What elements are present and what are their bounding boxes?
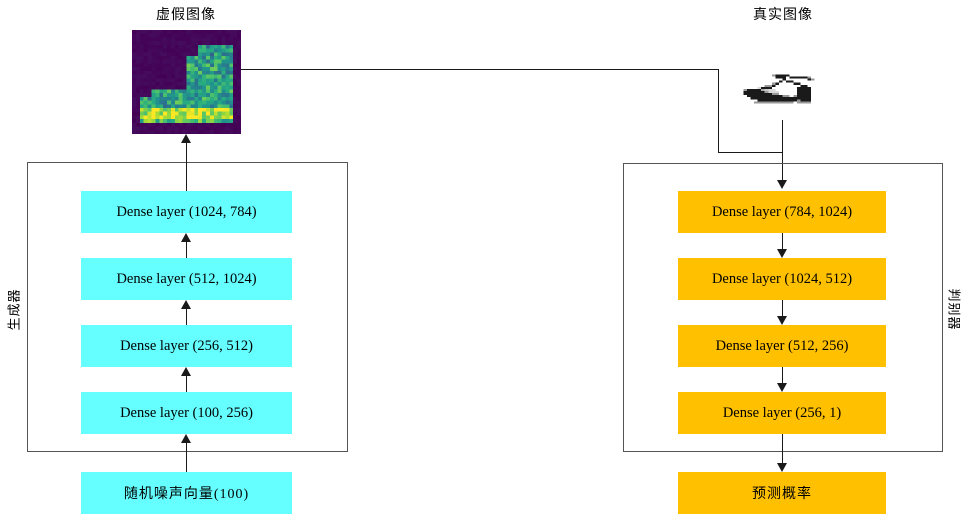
discriminator-layer-1[interactable]: Dense layer (1024, 512) [678, 258, 886, 300]
generator-noise-input[interactable]: 随机噪声向量(100) [81, 472, 292, 514]
discriminator-layer-2-label: Dense layer (512, 256) [715, 337, 849, 354]
arrowhead-discriminator-0-to-1 [777, 249, 787, 258]
connector-real-to-discriminator [782, 120, 784, 182]
generator-layer-0[interactable]: Dense layer (1024, 784) [81, 191, 292, 233]
connector-discriminator-1-to-2 [782, 300, 784, 316]
arrowhead-generator-3-to-2 [181, 367, 191, 376]
generator-layer-1-label: Dense layer (512, 1024) [116, 270, 257, 287]
discriminator-side-label: 判别器 [946, 288, 962, 331]
arrowhead-generator-1-to-0 [181, 233, 191, 242]
discriminator-layer-0[interactable]: Dense layer (784, 1024) [678, 191, 886, 233]
real-image-thumbnail [729, 62, 829, 120]
fake-image-title: 虚假图像 [156, 8, 216, 23]
discriminator-layer-0-label: Dense layer (784, 1024) [711, 203, 853, 220]
connector-generator-out [186, 143, 188, 191]
discriminator-layer-1-label: Dense layer (1024, 512) [711, 270, 853, 287]
arrowhead-generator-2-to-1 [181, 300, 191, 309]
discriminator-layer-2[interactable]: Dense layer (512, 256) [678, 325, 886, 367]
connector-generator-3-to-2 [186, 376, 188, 392]
connector-discriminator-2-to-3 [782, 367, 784, 383]
generator-side-label: 生成器 [6, 288, 22, 331]
discriminator-output-label: 预测概率 [752, 487, 812, 502]
connector-noise-to-generator [186, 443, 188, 472]
generator-layer-0-label: Dense layer (1024, 784) [116, 203, 257, 220]
arrowhead-discriminator-to-output [777, 463, 787, 472]
discriminator-layer-3-label: Dense layer (256, 1) [722, 404, 842, 421]
generator-layer-2-label: Dense layer (256, 512) [120, 337, 253, 354]
generator-layer-3[interactable]: Dense layer (100, 256) [81, 392, 292, 434]
arrowhead-noise-to-generator [181, 434, 191, 443]
discriminator-output[interactable]: 预测概率 [678, 472, 886, 514]
arrowhead-discriminator-1-to-2 [777, 316, 787, 325]
arrowhead-into-discriminator [777, 180, 787, 189]
connector-fake-to-discriminator-horizontal [241, 69, 719, 71]
arrowhead-discriminator-2-to-3 [777, 383, 787, 392]
discriminator-layer-3[interactable]: Dense layer (256, 1) [678, 392, 886, 434]
connector-generator-1-to-0 [186, 242, 188, 258]
connector-generator-2-to-1 [186, 309, 188, 325]
connector-discriminator-to-output [782, 434, 784, 463]
connector-fake-join-horizontal [718, 152, 783, 154]
connector-discriminator-0-to-1 [782, 233, 784, 249]
generator-layer-3-label: Dense layer (100, 256) [120, 404, 253, 421]
arrowhead-generator-out [181, 134, 191, 143]
generator-noise-input-label: 随机噪声向量(100) [123, 487, 250, 502]
real-image-title: 真实图像 [753, 8, 813, 23]
generator-layer-1[interactable]: Dense layer (512, 1024) [81, 258, 292, 300]
fake-image-thumbnail [132, 30, 241, 134]
generator-layer-2[interactable]: Dense layer (256, 512) [81, 325, 292, 367]
generator-group-box [27, 162, 348, 452]
connector-fake-to-discriminator-vertical [718, 69, 720, 153]
